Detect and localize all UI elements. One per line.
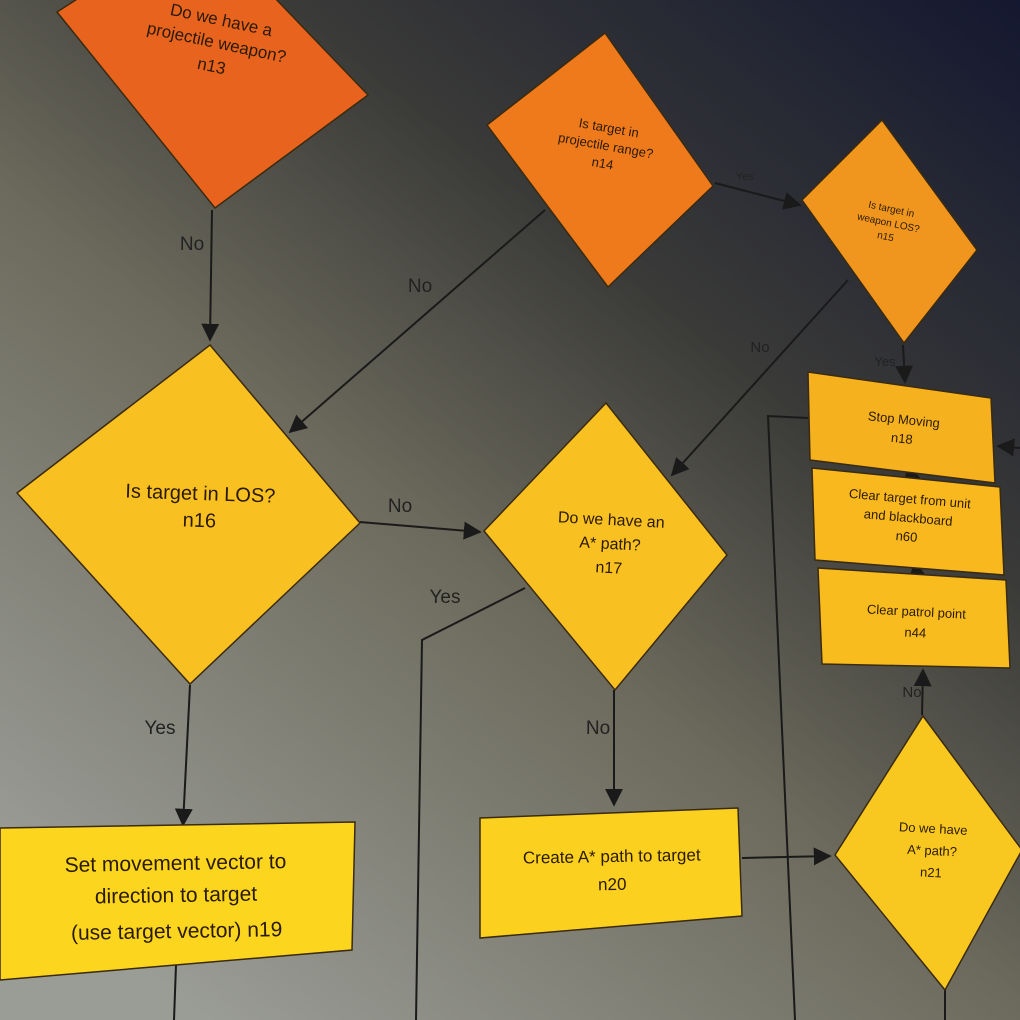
edge-n17-yes [415, 587, 526, 1020]
edge-label-n17-yes: Yes [430, 587, 461, 608]
action-n44[interactable]: Clear patrol point n44 [817, 567, 1011, 669]
edge-n19-out [173, 964, 177, 1020]
node-text: Do we have [899, 819, 968, 838]
edge-n16-n17 [359, 521, 482, 540]
node-text: Create A* path to target [523, 845, 701, 867]
edge-n15-n17 [670, 279, 849, 477]
node-text: Set movement vector to [64, 850, 286, 877]
action-n19[interactable]: Set movement vector to direction to targ… [0, 821, 356, 981]
edge-label-n16-no: No [388, 496, 412, 517]
edge-labels: No No Yes No Yes No Yes Yes No No [145, 171, 922, 739]
edge-n21-n44 [913, 668, 932, 716]
node-text: A* path? [579, 534, 641, 554]
node-text: Do we have an [558, 509, 665, 532]
edge-n14-n15 [714, 182, 802, 210]
decision-n15[interactable]: Is target in weapon LOS? n15 [801, 118, 978, 345]
edge-label-n15-no: No [750, 339, 769, 356]
edge-label-n13-no: No [180, 234, 204, 255]
node-text: n60 [895, 528, 918, 545]
node-text: n18 [890, 430, 913, 447]
decision-n21[interactable]: Do we have A* path? n21 [834, 714, 1020, 992]
node-text: n15 [876, 230, 895, 244]
node-text: n20 [598, 875, 627, 894]
action-n20[interactable]: Create A* path to target n20 [479, 807, 743, 939]
node-text: n44 [904, 625, 926, 641]
node-text: n16 [182, 509, 216, 532]
edge-label-n14-yes: Yes [736, 171, 754, 183]
edges [173, 182, 1020, 1020]
node-text: A* path? [907, 842, 958, 860]
node-text: n21 [920, 864, 942, 880]
node-text: (use target vector) n19 [71, 918, 283, 945]
edge-label-n17-no: No [586, 718, 610, 739]
edge-n16-n19 [174, 684, 193, 827]
node-text: n17 [595, 559, 623, 577]
node-text: Clear patrol point [867, 602, 967, 622]
edge-label-n16-yes: Yes [145, 718, 176, 739]
edge-label-n21-no: No [902, 684, 921, 701]
action-n18[interactable]: Stop Moving n18 [807, 371, 996, 484]
edge-n15-n18 [895, 344, 914, 384]
node-text: direction to target [95, 883, 258, 909]
decision-n17[interactable]: Do we have an A* path? n17 [482, 401, 728, 692]
action-n60[interactable]: Clear target from unit and blackboard n6… [811, 467, 1005, 576]
edge-into-n18 [996, 438, 1020, 457]
decision-n14[interactable]: Is target in projectile range? n14 [485, 31, 714, 289]
node-text: Is target in LOS? [125, 480, 276, 507]
edge-left-loop [766, 414, 809, 1020]
edge-n13-n16 [201, 209, 220, 342]
edge-label-n15-yes: Yes [874, 354, 896, 369]
decision-n13[interactable]: Do we have a projectile weapon? n13 [55, 0, 370, 210]
decision-n16[interactable]: Is target in LOS? n16 [15, 343, 362, 686]
edge-n20-n21 [741, 847, 832, 866]
edge-n14-n16 [288, 209, 546, 434]
edge-label-n14-no: No [408, 276, 432, 297]
node-text: n14 [591, 154, 615, 173]
